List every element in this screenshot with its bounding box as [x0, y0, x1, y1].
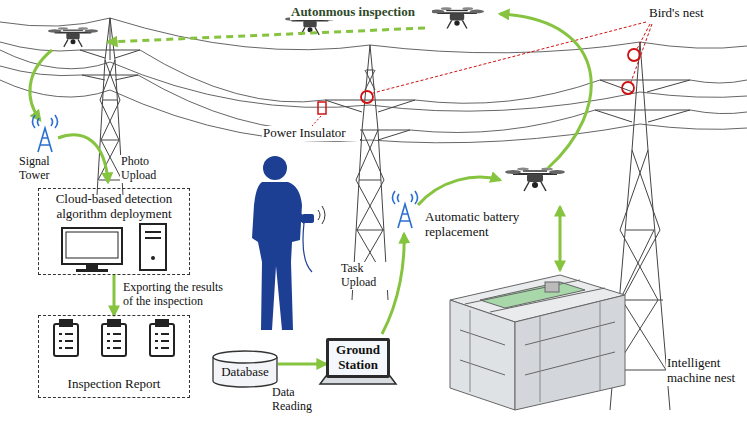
signal-waves	[318, 206, 325, 224]
cable	[303, 223, 312, 272]
annotation-label: Power Insulator	[262, 126, 360, 141]
report-box: Inspection Report	[38, 315, 190, 398]
edge-label: Exporting the results of the inspection	[122, 281, 236, 309]
machine-nest	[450, 275, 625, 410]
annotation-label: Autonmous inspection	[290, 5, 432, 20]
annotation-label: Task Upload	[340, 262, 388, 290]
annotation-label: Bird's nest	[648, 6, 730, 21]
leader-line	[312, 116, 321, 126]
database-cylinder: Database	[212, 350, 278, 388]
transmission-tower	[325, 45, 415, 300]
ground-station-screen: Ground Station	[326, 338, 390, 378]
annotation-label: Signal Tower	[18, 155, 68, 183]
node-text: Inspection Report	[68, 377, 161, 392]
flow-arrow	[113, 275, 116, 315]
cloud-box: Cloud-based detection algorithm deployme…	[38, 188, 190, 275]
drone	[48, 7, 565, 191]
edge-label: Data Reading	[271, 386, 321, 414]
node-text: Database	[221, 365, 269, 380]
remote-controller	[302, 214, 314, 223]
node-text: Cloud-based detection algorithm deployme…	[45, 192, 183, 222]
flow-arrow	[30, 14, 591, 334]
annotation-label: Photo Upload	[120, 155, 168, 183]
annotation-label: Automatic battery replacement	[424, 210, 554, 240]
signal-tower-icon	[33, 115, 418, 228]
node-text: Ground Station	[331, 343, 385, 373]
insulator-marker	[318, 102, 326, 114]
flow-arrow	[278, 362, 326, 365]
bird-nest-marker	[361, 49, 640, 103]
annotation-label: Intelligent machine nest	[666, 356, 744, 386]
leader-line	[373, 22, 652, 93]
operator-figure	[252, 156, 306, 330]
computer-icon	[62, 224, 166, 272]
report-icon	[54, 320, 174, 356]
